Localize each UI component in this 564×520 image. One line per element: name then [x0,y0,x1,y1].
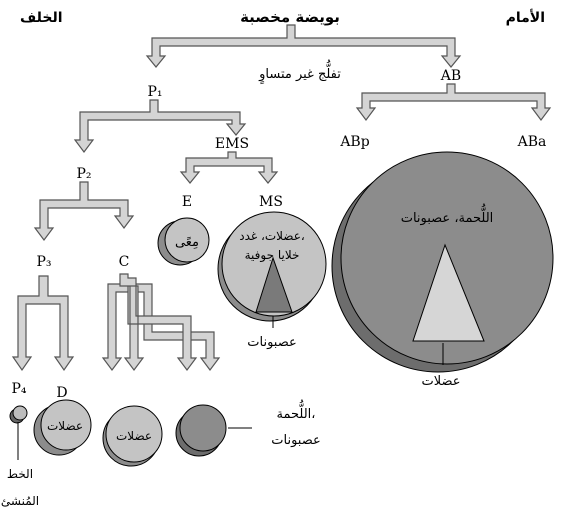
zygote-split-arrow [145,24,462,68]
anterior-label: الأمام [506,9,545,26]
gut-label: مِعًى [175,235,199,250]
posterior-label: الخلف [20,10,63,26]
ms-cell: عضلات، غدد، خلايا جوفية [217,211,327,322]
aba-muscles-label: عضلات [421,374,460,389]
germline-line1: الخط [7,467,33,481]
p3-split-arrow [11,275,75,372]
germline-line2: المُنشئ [1,494,39,508]
ms-line1: عضلات، غدد، [239,229,305,243]
ms-neuron-wedge [255,256,293,313]
e-label: E [182,194,192,210]
c-split-arrow-inner [119,273,198,371]
ab-split-arrow [355,83,552,121]
ms-line2: خلايا جوفية [245,248,300,263]
aba-muscle-wedge [412,243,485,342]
d-cell: عضلات [33,399,92,456]
c-right-line2: عصبونات [271,433,321,448]
unequal-cleavage-label: تفلُّج غير متساوٍ [258,59,341,85]
aba-label: ABa [517,134,547,150]
d-label: D [56,385,67,401]
p4-label: P₄ [11,381,26,397]
p1-label: P₁ [147,84,162,100]
p3-label: P₃ [36,254,51,270]
abp-label: ABp [339,134,369,150]
e-cell: مِعًى [157,217,210,266]
c-muscle-cell: عضلات [102,405,163,467]
ab-label: AB [440,68,461,84]
ems-label: EMS [215,136,249,152]
d-muscles-label: عضلات [47,419,83,433]
fertilized-egg-title: بويضة مخصبة [240,8,340,26]
c-neuron-cell [175,404,227,457]
p2-label: P₂ [76,166,91,182]
c-muscles-label: عضلات [116,429,152,443]
aba-cell: اللُّحمة، عصبونات [331,151,554,373]
p2-split-arrow [33,181,135,241]
ms-label: MS [259,194,283,210]
ms-neurons-label: عصبونات [247,335,297,350]
c-right-line1: اللُّحمة، [277,399,316,422]
c-split-arrow-outer [101,283,221,371]
p1-split-arrow [73,99,247,153]
c-label: C [119,254,130,270]
p4-cell [9,405,28,424]
ems-split-arrow [179,151,279,184]
